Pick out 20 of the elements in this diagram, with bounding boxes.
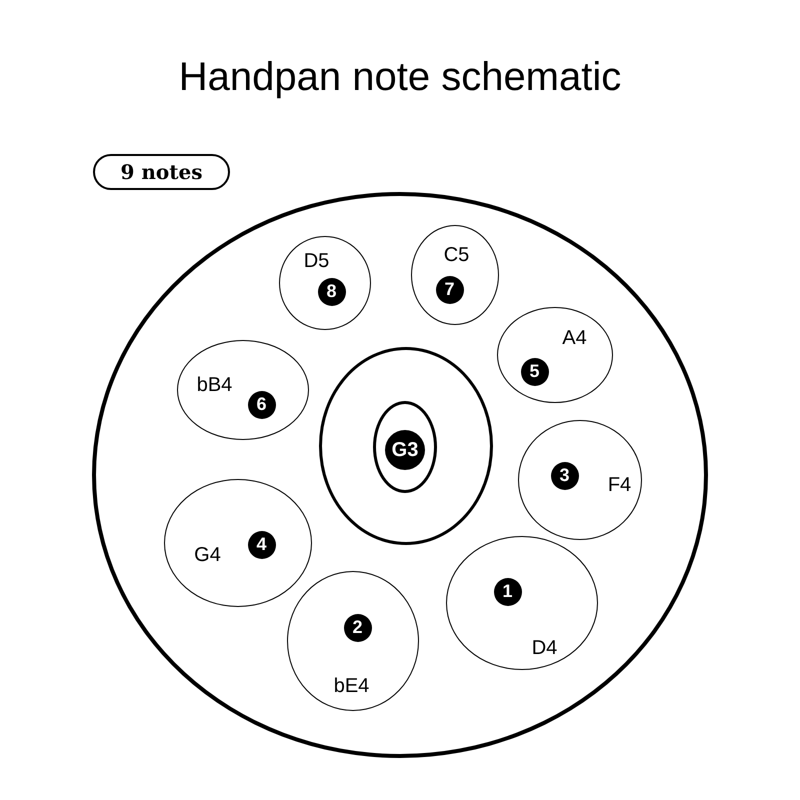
note-name: bB4 xyxy=(196,374,232,394)
ding-note-label: G3 xyxy=(385,430,425,470)
note-name: bE4 xyxy=(334,676,370,696)
note-number: 5 xyxy=(520,358,548,386)
note-number: 4 xyxy=(248,530,276,558)
note-number: 7 xyxy=(436,276,464,304)
note-number: 8 xyxy=(318,278,346,306)
note-number: 1 xyxy=(494,578,522,606)
note-number: 3 xyxy=(550,462,578,490)
note-number: 2 xyxy=(344,614,372,642)
diagram-title: Handpan note schematic xyxy=(178,54,622,101)
note-count-badge xyxy=(93,154,230,190)
note-name: F4 xyxy=(608,474,632,494)
note-name: D4 xyxy=(532,638,558,658)
note-name: A4 xyxy=(562,328,587,348)
note-name: D5 xyxy=(304,250,330,270)
note-name: G4 xyxy=(194,544,221,564)
badge-label: 9 notes xyxy=(120,162,202,182)
note-name: C5 xyxy=(444,244,470,264)
note-number: 6 xyxy=(248,390,276,418)
